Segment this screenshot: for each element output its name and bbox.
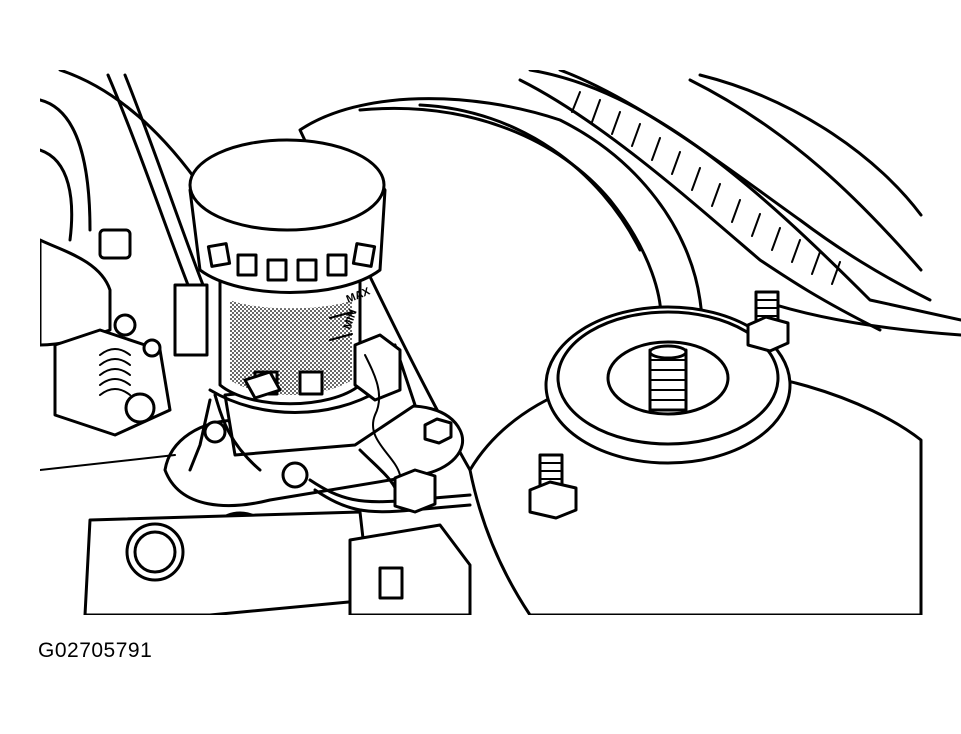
stud-bolt-lower [528,453,578,520]
strut-mount [544,305,792,465]
brake-line [40,393,472,514]
stud-bolt-upper [746,290,790,353]
reservoir-cap [188,138,387,294]
throttle-body [53,313,172,437]
corrugated-hose [518,70,932,332]
figure-id-label: G02705791 [38,639,153,662]
mounting-bracket [83,510,472,615]
hex-nut [203,417,453,514]
strut-stud [648,344,688,412]
level-sensor-connector [173,283,402,476]
